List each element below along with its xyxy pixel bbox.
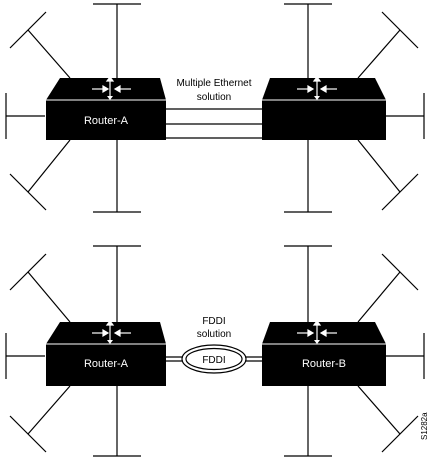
router-arrows-icon bbox=[297, 320, 337, 344]
router-label: Router-A bbox=[84, 115, 129, 127]
router-b-bottom: Router-B bbox=[262, 320, 386, 386]
router-label: Router-B bbox=[302, 358, 346, 370]
router-body bbox=[262, 344, 386, 386]
fddi-ring-outer bbox=[181, 344, 247, 374]
segment-line bbox=[27, 385, 71, 435]
router-a-top: Router-A bbox=[46, 76, 166, 140]
segment-cap bbox=[381, 253, 419, 291]
segment-line bbox=[27, 139, 71, 193]
caption-line1: FDDI bbox=[202, 316, 225, 327]
router-body bbox=[46, 100, 166, 140]
fddi-ring-inner bbox=[185, 347, 243, 371]
segment-line bbox=[27, 271, 71, 323]
caption-line2: solution bbox=[197, 329, 231, 340]
caption-line1: Multiple Ethernet bbox=[176, 78, 251, 89]
segment-cap bbox=[381, 173, 419, 211]
router-body bbox=[262, 100, 386, 140]
segment-cap bbox=[381, 11, 419, 49]
router-arrows-icon bbox=[92, 320, 131, 344]
router-a-bottom: Router-A bbox=[46, 320, 166, 386]
segment-cap bbox=[9, 253, 47, 291]
segment-cap bbox=[9, 173, 47, 211]
bottom-diagram: Router-A Router-B FDDI FDDI solution bbox=[5, 245, 425, 457]
router-label: Router-B bbox=[302, 115, 346, 127]
router-b-bottom-segments bbox=[284, 245, 425, 457]
figure-id: S1282a bbox=[420, 412, 429, 440]
caption-line2: solution bbox=[197, 92, 231, 103]
segment-line bbox=[357, 139, 401, 193]
segment-line bbox=[357, 29, 401, 79]
ethernet-links bbox=[166, 108, 262, 139]
router-arrows-icon bbox=[92, 76, 131, 100]
segment-cap bbox=[9, 11, 47, 49]
router-label: Router-A bbox=[84, 358, 129, 370]
segment-line bbox=[357, 385, 401, 435]
segment-cap bbox=[9, 415, 47, 453]
top-diagram: Router-A Router-B Multiple Ethernet solu… bbox=[5, 3, 425, 213]
fddi-link bbox=[166, 344, 262, 374]
segment-line bbox=[27, 29, 71, 79]
segment-cap bbox=[381, 415, 419, 453]
router-b-top: Router-B bbox=[262, 76, 386, 140]
router-arrows-icon bbox=[297, 76, 337, 100]
fddi-ring-label: FDDI bbox=[202, 355, 225, 366]
router-b-top-segments bbox=[284, 3, 425, 213]
router-body bbox=[46, 344, 166, 386]
segment-line bbox=[357, 271, 401, 323]
router-a-top-segments bbox=[5, 3, 141, 213]
router-a-bottom-segments bbox=[5, 245, 141, 457]
